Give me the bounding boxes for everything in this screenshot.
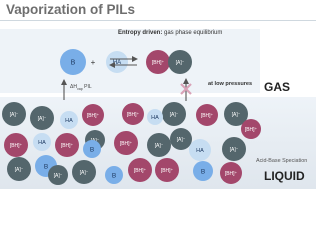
liquid-cation-label: [BH]⁺ [161,168,174,174]
liquid-anion: [A]⁻ [147,133,171,157]
liquid-anion: [A]⁻ [7,157,31,181]
liquid-acid-label: HA [196,148,204,154]
base-molecule: B [60,49,86,75]
liquid-anion-label: [A]⁻ [15,167,24,173]
liquid-phase-label: LIQUID [264,169,305,183]
liquid-acid-label: HA [151,115,159,121]
liquid-cation: [BH]⁺ [196,104,218,126]
liquid-base: B [83,140,101,158]
liquid-cation-label: [BH]⁺ [225,171,238,177]
liquid-cation-label: [BH]⁺ [127,112,140,118]
liquid-anion: [A]⁻ [30,106,54,130]
base-molecule-label: B [71,59,76,66]
cation-in-ion-pair-label: [BH]⁺ [152,60,165,66]
liquid-cation-label: [BH]⁺ [61,143,74,149]
liquid-acid: HA [147,109,163,125]
liquid-anion-label: [A]⁻ [170,112,179,118]
liquid-anion-label: [A]⁻ [230,147,239,153]
liquid-cation-label: [BH]⁺ [10,143,23,149]
gas-phase-panel [0,29,260,93]
liquid-cation: [BH]⁺ [82,104,104,126]
liquid-anion-label: [A]⁻ [232,112,241,118]
cation-in-ion-pair: [BH]⁺ [146,50,170,74]
liquid-acid: HA [33,133,51,151]
liquid-acid-label: HA [65,118,73,124]
anion-in-ion-pair-label: [A]⁻ [176,60,185,66]
liquid-cation: [BH]⁺ [128,158,152,182]
liquid-anion: [A]⁻ [224,102,248,126]
liquid-cation-label: [BH]⁺ [120,141,133,147]
liquid-cation-label: [BH]⁺ [87,113,100,119]
liquid-cation-label: [BH]⁺ [201,113,214,119]
acid-molecule: HA [106,51,128,73]
acid-base-speciation-label: Acid-Base Speciation [256,158,308,164]
liquid-anion: [A]⁻ [170,128,192,150]
liquid-anion: [A]⁻ [222,137,246,161]
acid-molecule-label: HA [113,60,121,66]
liquid-cation: [BH]⁺ [220,162,242,184]
liquid-base-label: B [201,168,205,175]
gas-phase-label: GAS [264,80,291,94]
liquid-anion: [A]⁻ [2,102,26,126]
enthalpy-of-vaporization-label: ΔHvap PIL [70,84,92,91]
liquid-cation-label: [BH]⁺ [134,168,147,174]
title-divider [0,20,316,21]
blocked-cross-icon [180,83,192,95]
liquid-cation: [BH]⁺ [114,131,138,155]
liquid-base: B [193,161,213,181]
plus-sign: + [91,58,96,67]
liquid-anion-label: [A]⁻ [80,170,89,176]
figure-title: Vaporization of PILs [6,2,136,17]
liquid-base-label: B [44,163,48,170]
liquid-cation: [BH]⁺ [4,133,28,157]
liquid-acid: HA [189,139,211,161]
liquid-acid: HA [60,111,78,129]
liquid-anion: [A]⁻ [72,160,96,184]
vaporization-diagram: B + HA [BH]⁺ [A]⁻ [A]⁻ [A]⁻ [BH]⁺ [BH]⁺ [A]⁻ [BH]⁺… [2,49,261,185]
liquid-anion-label: [A]⁻ [38,116,47,122]
liquid-base-label: B [90,146,94,153]
liquid-cation: [BH]⁺ [122,103,144,125]
low-pressure-note: at low pressures [208,81,253,87]
liquid-acid-label: HA [38,140,46,146]
liquid-anion: [A]⁻ [48,165,68,185]
liquid-cation: [BH]⁺ [55,133,79,157]
liquid-anion-label: [A]⁻ [10,112,19,118]
liquid-anion-label: [A]⁻ [54,173,63,179]
liquid-cation: [BH]⁺ [155,158,179,182]
liquid-anion-label: [A]⁻ [155,143,164,149]
liquid-cation-label: [BH]⁺ [245,127,258,133]
entropy-driven-caption: Entropy driven: gas phase equilibrium [118,30,223,36]
liquid-anion: [A]⁻ [162,102,186,126]
liquid-anion-label: [A]⁻ [177,137,186,143]
anion-in-ion-pair: [A]⁻ [168,50,192,74]
liquid-base: B [105,166,123,184]
liquid-base-label: B [112,172,116,179]
liquid-cation: [BH]⁺ [241,119,261,139]
